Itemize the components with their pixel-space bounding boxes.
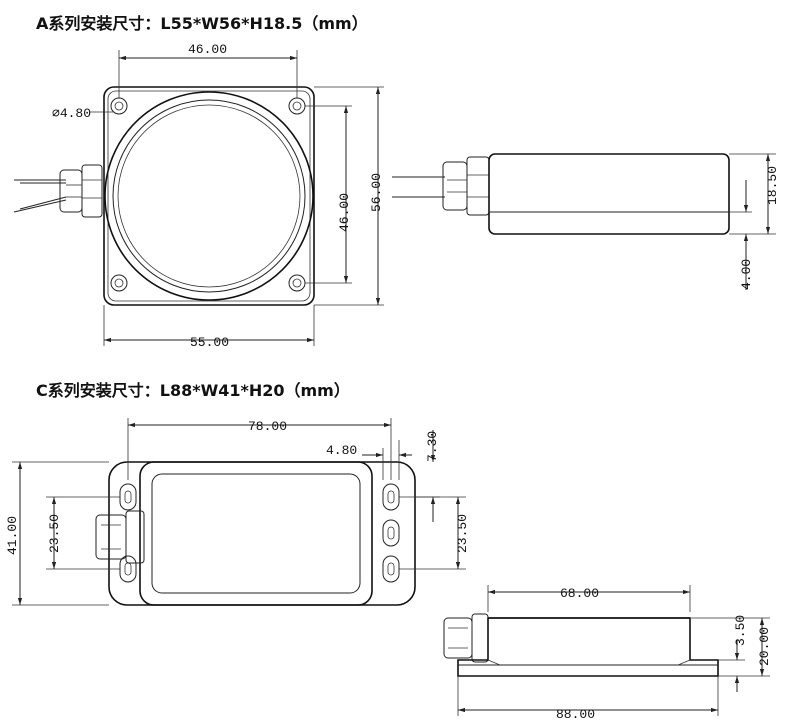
dim-a-side-height: 18.50 [765, 166, 780, 205]
mount-slot-icon [382, 555, 400, 583]
mount-slot-icon [382, 519, 400, 547]
dim-a-outer-height: 56.00 [369, 173, 384, 212]
mount-slot-icon [119, 483, 137, 511]
a-side-view: 18.50 4.00 [392, 153, 780, 290]
dim-a-hole: ⌀4.80 [52, 106, 91, 121]
dim-c-top-width: 78.00 [248, 419, 287, 434]
dim-c-slot-offset: 7.30 [425, 431, 440, 462]
dim-c-side-bottom-width: 88.00 [556, 707, 595, 722]
dim-c-side-height: 20.00 [757, 627, 772, 666]
mount-slot-icon [119, 555, 137, 583]
mount-hole-icon [288, 97, 306, 115]
dim-a-top-width: 46.00 [188, 42, 227, 57]
dim-c-right-height: 23.50 [455, 514, 470, 553]
dim-a-bottom-width: 55.00 [190, 335, 229, 350]
mount-hole-icon [110, 274, 128, 292]
mount-slot-icon [382, 483, 400, 511]
c-side-view: 68.00 3.50 20.00 88.00 [443, 585, 772, 722]
dim-a-side-base: 4.00 [739, 259, 754, 290]
mount-hole-icon [110, 97, 128, 115]
dim-c-side-top-width: 68.00 [560, 586, 599, 601]
dim-a-inner-height: 46.00 [337, 193, 352, 232]
mount-hole-icon [288, 274, 306, 292]
c-top-view: 78.00 4.80 7.30 41.00 23.50 23.50 [5, 418, 470, 606]
section-a-title: A系列安装尺寸：L55*W56*H18.5（mm） [36, 14, 368, 33]
a-top-view: 46.00 ⌀4.80 55.00 46.00 56.00 [13, 42, 384, 350]
section-c-title: C系列安装尺寸：L88*W41*H20（mm） [36, 381, 350, 400]
dim-c-slot-width: 4.80 [326, 443, 357, 458]
dim-c-left-height: 23.50 [47, 514, 62, 553]
dim-c-total-height: 41.00 [5, 516, 20, 555]
dim-c-side-flange: 3.50 [733, 615, 748, 646]
